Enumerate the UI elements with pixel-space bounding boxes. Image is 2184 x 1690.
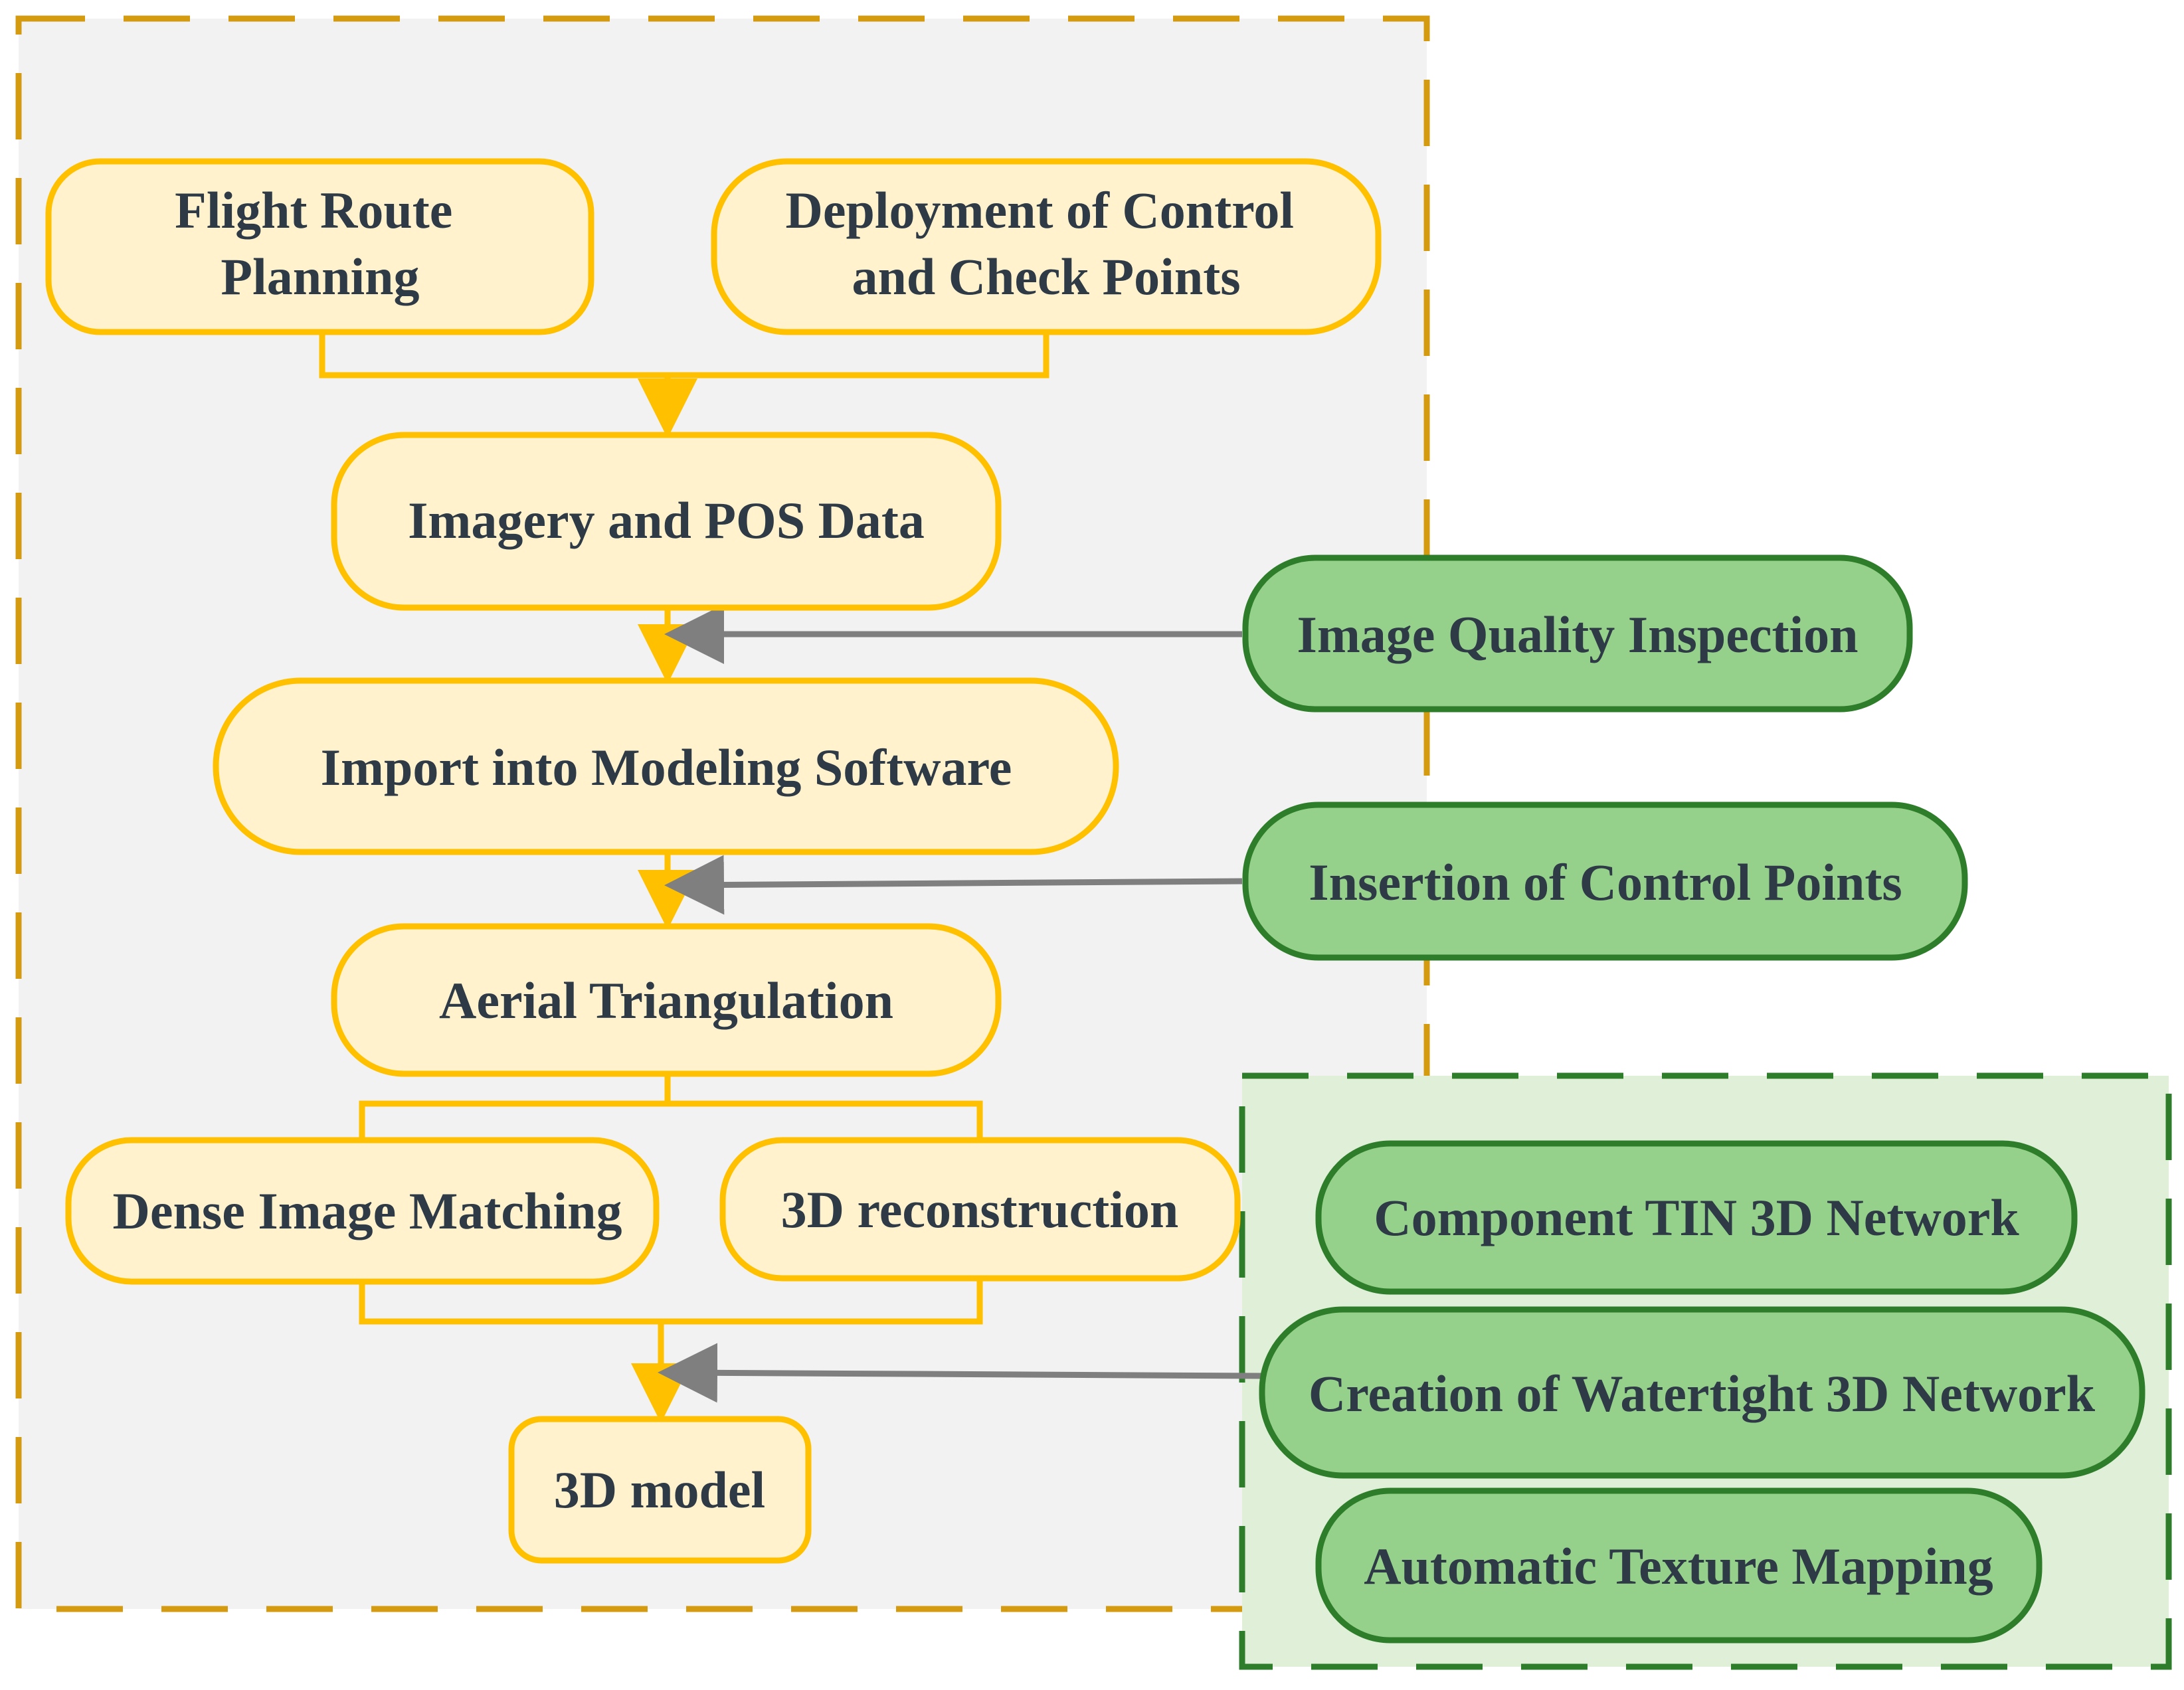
node-automatic-texture-mapping: Automatic Texture Mapping — [1315, 1487, 2043, 1644]
node-deployment-control-check: Deployment of Control and Check Points — [711, 158, 1382, 335]
node-insertion-control-label: Insertion of Control Points — [1309, 853, 1902, 911]
gray-arrows — [658, 604, 1263, 1403]
node-flight-route-line1: Flight Route — [175, 181, 452, 239]
node-insertion-control-points: Insertion of Control Points — [1242, 802, 1968, 961]
arrow-network-to-flow — [658, 1343, 1263, 1403]
node-image-quality-label: Image Quality Inspection — [1297, 606, 1858, 663]
node-watertight-label: Creation of Watertight 3D Network — [1309, 1365, 2096, 1422]
node-dense-image-matching: Dense Image Matching — [65, 1137, 660, 1285]
node-watertight-network: Creation of Watertight 3D Network — [1259, 1306, 2145, 1479]
arrow-control-to-flow — [664, 855, 1243, 915]
node-deployment-line2: and Check Points — [852, 248, 1240, 305]
node-flight-route-line2: Planning — [221, 248, 419, 305]
node-3d-model-label: 3D model — [554, 1461, 765, 1519]
node-component-tin-label: Component TIN 3D Network — [1374, 1189, 2019, 1246]
node-reconstruction-label: 3D reconstruction — [781, 1181, 1179, 1238]
node-component-tin-network: Component TIN 3D Network — [1315, 1140, 2078, 1295]
node-dense-matching-label: Dense Image Matching — [113, 1182, 622, 1240]
node-imagery-pos-data: Imagery and POS Data — [331, 432, 1002, 611]
connector-top-merge — [319, 332, 1049, 379]
connector-aerial-split — [359, 1074, 983, 1139]
connector-bottom-merge — [359, 1278, 983, 1325]
node-3d-model: 3D model — [508, 1416, 812, 1564]
node-imagery-pos-label: Imagery and POS Data — [408, 491, 925, 549]
node-texture-mapping-label: Automatic Texture Mapping — [1364, 1537, 1993, 1595]
node-image-quality-inspection: Image Quality Inspection — [1242, 554, 1913, 713]
node-3d-reconstruction: 3D reconstruction — [719, 1137, 1241, 1282]
node-deployment-line1: Deployment of Control — [786, 181, 1295, 239]
node-aerial-triangulation-label: Aerial Triangulation — [439, 972, 893, 1029]
node-flight-route-planning: Flight Route Planning — [45, 158, 594, 335]
node-aerial-triangulation: Aerial Triangulation — [331, 923, 1002, 1077]
svg-text:Flight Route Planning: Flight Route Planning — [175, 181, 466, 305]
node-import-modeling-label: Import into Modeling Software — [321, 738, 1012, 796]
node-import-modeling-software: Import into Modeling Software — [213, 677, 1119, 855]
svg-text:Deployment of Control an: Deployment of Control and Check Points — [786, 181, 1307, 305]
